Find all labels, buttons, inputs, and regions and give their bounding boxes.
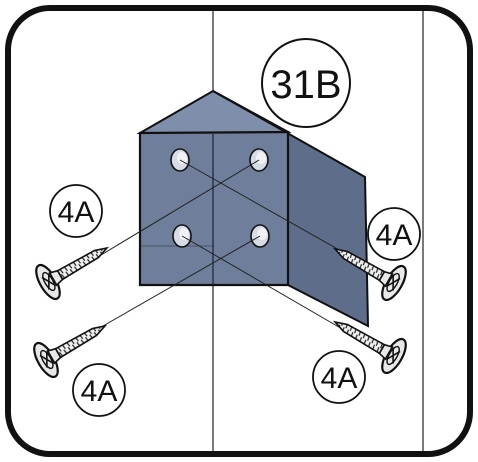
part-callout-label: 4A: [81, 375, 118, 408]
guide-lines: [95, 159, 351, 331]
part-callout-label: 4A: [376, 219, 413, 252]
step-number-callout: 31B: [261, 38, 351, 128]
part-callout-label: 4A: [321, 362, 358, 395]
part-callout: 4A: [49, 184, 103, 238]
part-callout: 4A: [367, 207, 421, 261]
part-callout: 4A: [312, 350, 366, 404]
step-number-label: 31B: [270, 63, 341, 107]
part-callout: 4A: [72, 363, 126, 417]
part-callout-label: 4A: [58, 196, 95, 229]
